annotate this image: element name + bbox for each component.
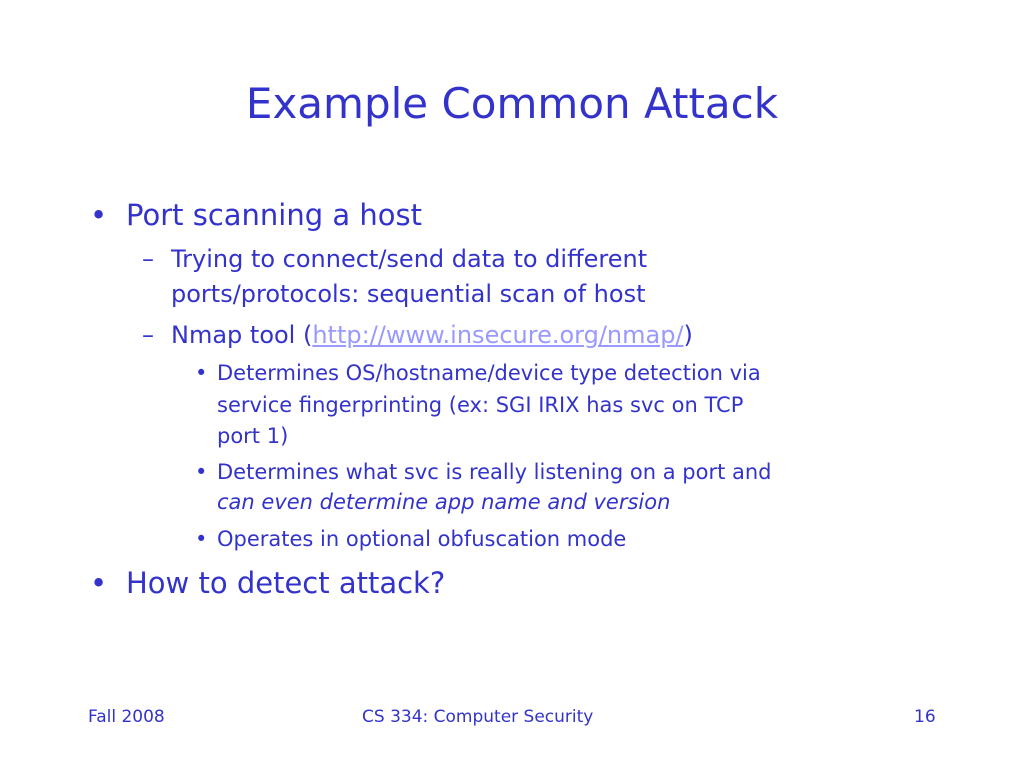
bullet-dot: • (90, 566, 108, 600)
footer-center: CS 334: Computer Security (362, 707, 594, 727)
sub-sub-bullet-text: Determines what svc is really listening … (217, 460, 772, 484)
sub-sub-bullet-os-cont2: port 1) (217, 421, 288, 451)
footer-left: Fall 2008 (88, 707, 165, 727)
nmap-link[interactable]: http://www.insecure.org/nmap/ (312, 321, 684, 349)
footer-page-number: 16 (914, 707, 936, 727)
bullet-text: Port scanning a host (126, 198, 422, 232)
nmap-suffix: ) (683, 321, 693, 349)
sub-bullet-trying-cont: ports/protocols: sequential scan of host (171, 277, 646, 311)
sub-sub-bullet-os-cont1: service fingerprinting (ex: SGI IRIX has… (217, 390, 743, 420)
sub-bullet-text: ports/protocols: sequential scan of host (171, 280, 646, 308)
sub-sub-bullet-text: Operates in optional obfuscation mode (217, 527, 627, 551)
bullet-text: How to detect attack? (126, 566, 446, 600)
bullet-detect: • How to detect attack? (90, 565, 446, 601)
sub-sub-bullet-svc-cont: can even determine app name and version (217, 487, 670, 517)
bullet-port-scanning: • Port scanning a host (90, 197, 422, 233)
bullet-dot: • (195, 460, 208, 484)
dash-marker: – (142, 245, 154, 273)
sub-sub-bullet-svc: • Determines what svc is really listenin… (195, 457, 772, 487)
sub-sub-bullet-os: • Determines OS/hostname/device type det… (195, 358, 761, 388)
sub-bullet-nmap: – Nmap tool (http://www.insecure.org/nma… (142, 318, 693, 352)
sub-bullet-trying: – Trying to connect/send data to differe… (142, 242, 648, 276)
sub-sub-bullet-text: service fingerprinting (ex: SGI IRIX has… (217, 393, 744, 417)
sub-sub-bullet-text: port 1) (217, 424, 289, 448)
dash-marker: – (142, 321, 154, 349)
sub-sub-bullet-text: Determines OS/hostname/device type detec… (217, 361, 761, 385)
bullet-dot: • (195, 361, 208, 385)
bullet-dot: • (195, 527, 208, 551)
sub-sub-bullet-obfuscation: • Operates in optional obfuscation mode (195, 524, 627, 554)
sub-bullet-text: Trying to connect/send data to different (171, 245, 648, 273)
bullet-dot: • (90, 198, 108, 232)
nmap-prefix: Nmap tool ( (171, 321, 313, 349)
slide-title: Example Common Attack (245, 79, 779, 128)
sub-sub-bullet-text-italic: can even determine app name and version (217, 490, 671, 514)
